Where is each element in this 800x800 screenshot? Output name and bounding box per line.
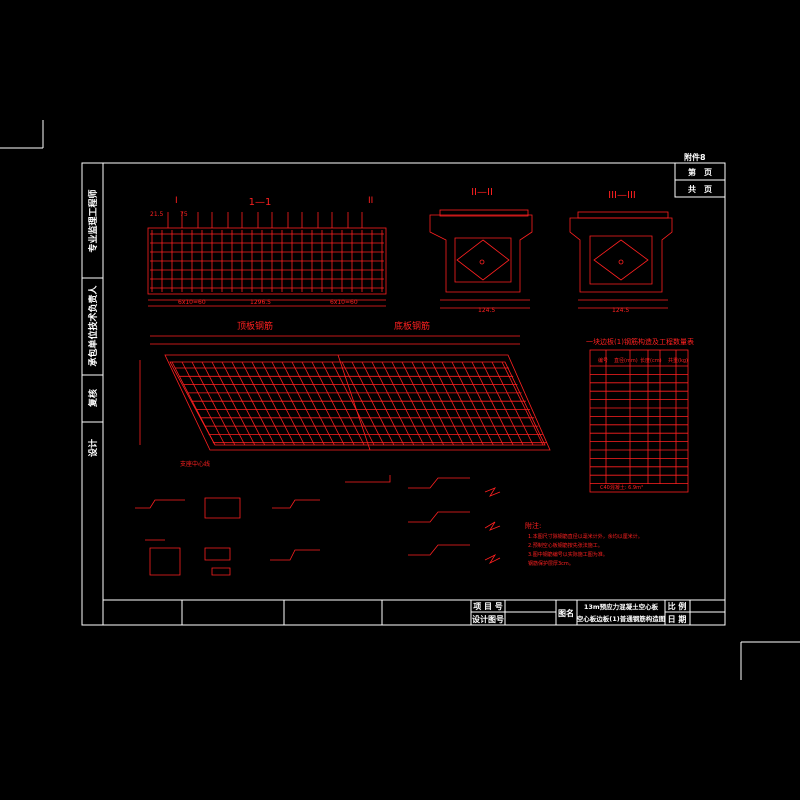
plan-transverse-bar (391, 361, 435, 446)
plan-transverse-bar (411, 361, 454, 446)
project-no-label: 项 目 号 (473, 602, 503, 611)
section-marker-right: II (368, 196, 373, 206)
page-box: 附件8 第 页 共 页 (674, 152, 726, 198)
elev-dim-2: 21.5 (150, 211, 164, 218)
plan-transverse-bar (481, 361, 524, 446)
elev-dim-4: 6x10=60 (178, 299, 206, 306)
page-number-label: 第 页 (688, 167, 712, 177)
plan-transverse-bar (171, 361, 216, 446)
plan-transverse-bar (401, 361, 444, 446)
plan-transverse-bar (211, 361, 256, 446)
section-iii-title: III—III (608, 190, 636, 201)
elev-dim-1: 75 (180, 211, 188, 218)
plan-transverse-bar (501, 361, 544, 446)
plan-left-title: 顶板钢筋 (237, 320, 273, 332)
drawing-name-label: 图名 (558, 608, 574, 618)
plan-transverse-bar (181, 361, 226, 446)
plan-transverse-bar (421, 361, 464, 446)
plan-transverse-bar (491, 361, 534, 446)
plan-transverse-bar (471, 361, 514, 446)
plan-transverse-bar (261, 361, 305, 446)
table-header-0: 编号 (598, 357, 608, 364)
notes-line-2: 2.预制空心板钢筋按先张法施工。 (528, 542, 603, 549)
section-ii-title: II—II (471, 187, 493, 198)
title-block: 项 目 号 设计图号 图名 13m预应力混凝土空心板 空心板边板(1)普通钢筋构… (103, 599, 725, 625)
table-footer: C40混凝土: 6.9m³ (600, 484, 643, 491)
plan-view: 顶板钢筋 底板钢筋 支座中心线 (139, 320, 551, 468)
plan-transverse-bar (381, 361, 425, 446)
plan-transverse-bar (451, 361, 494, 446)
side-label-contractor: 承包单位技术负责人 (87, 285, 99, 367)
plan-right-title: 底板钢筋 (394, 320, 430, 332)
section-ii-view: II—II 124.5 (429, 187, 533, 314)
notes-block: 附注: 1.本图尺寸除钢筋直径以毫米计外，余均以厘米计。 2.预制空心板钢筋按先… (525, 521, 643, 567)
plan-transverse-bar (341, 361, 385, 446)
plan-transverse-bar (191, 361, 236, 446)
date-label: 日 期 (668, 614, 687, 624)
plan-transverse-bar (371, 361, 415, 446)
section-iii-view: III—III 124.5 (569, 190, 673, 314)
rebar-details (135, 475, 501, 576)
plan-transverse-bar (461, 361, 504, 446)
side-label-design: 设计 (87, 439, 99, 457)
plan-transverse-bar (431, 361, 474, 446)
table-header-1: 直径(mm) (614, 357, 638, 364)
outer-frame (81, 162, 726, 626)
crop-mark-top-left (0, 120, 44, 149)
plan-transverse-bar (441, 361, 484, 446)
side-label-review: 复核 (87, 389, 99, 408)
side-label-supervisor: 专业监理工程师 (87, 189, 99, 252)
plan-transverse-bar (331, 361, 375, 446)
plan-transverse-bar (291, 361, 335, 446)
table-title: 一块边板(1)钢筋构造及工程数量表 (586, 337, 694, 346)
notes-line-3: 3.图中钢筋编号以实际施工图为准。 (528, 551, 608, 558)
table-header-5: 共重(kg) (668, 357, 688, 364)
plan-transverse-bar (281, 361, 325, 446)
page-total-label: 共 页 (688, 184, 712, 194)
plan-transverse-bar (271, 361, 315, 446)
plan-transverse-bar (321, 361, 365, 446)
plan-transverse-bar (311, 361, 355, 446)
side-strip: 专业监理工程师 承包单位技术负责人 复核 设计 (82, 189, 103, 457)
section-iii-dim: 124.5 (612, 307, 629, 314)
elev-dim-3: 1296.5 (250, 299, 271, 306)
inner-frame (102, 162, 726, 626)
notes-line-4: 钢筋保护层厚3cm。 (528, 560, 574, 567)
plan-transverse-bar (301, 361, 345, 446)
section-ii-dim: 124.5 (478, 307, 495, 314)
plan-transverse-bar (231, 361, 275, 446)
crop-mark-bottom-right (740, 641, 800, 680)
plan-transverse-bar (351, 361, 395, 446)
plan-transverse-bar (201, 361, 246, 446)
scale-label: 比 例 (668, 601, 687, 611)
notes-heading: 附注: (525, 521, 541, 530)
notes-line-1: 1.本图尺寸除钢筋直径以毫米计外，余均以厘米计。 (528, 533, 643, 540)
elevation-view: 1—1 I II 75 21.5 1296.5 6x10=60 6x10=60 (147, 196, 387, 307)
drawing-name-line-1: 13m预应力混凝土空心板 (584, 602, 659, 611)
plan-arrow-label: 支座中心线 (180, 460, 210, 468)
elevation-title: 1—1 (249, 197, 272, 208)
design-no-label: 设计图号 (472, 614, 504, 624)
plan-transverse-bar (241, 361, 285, 446)
attachment-tag: 附件8 (684, 152, 706, 162)
table-header-2: 长度(cm) (640, 357, 662, 364)
plan-transverse-bar (221, 361, 266, 446)
drawing-name-line-2: 空心板边板(1)普通钢筋构造图 (577, 614, 666, 623)
elev-dim-5: 6x10=60 (330, 299, 358, 306)
section-marker-left: I (175, 196, 178, 206)
plan-transverse-bar (361, 361, 405, 446)
plan-transverse-bar (251, 361, 295, 446)
quantity-table: 一块边板(1)钢筋构造及工程数量表 编号 直径(mm) 长度(cm) 共重(kg… (586, 337, 694, 493)
